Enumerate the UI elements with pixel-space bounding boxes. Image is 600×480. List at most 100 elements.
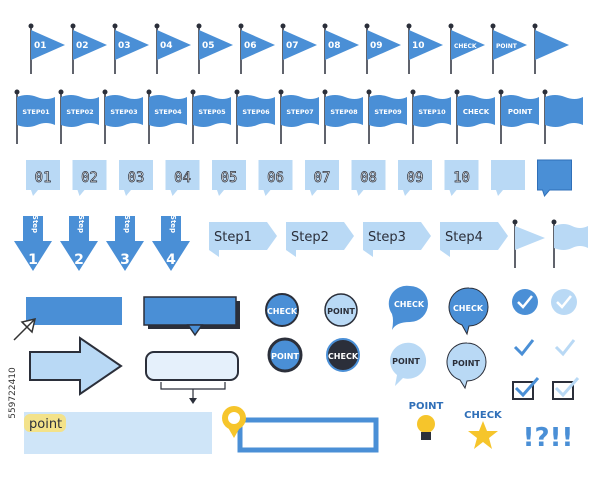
step-flag-label: STEP08 <box>330 108 358 116</box>
flag-label: 10 <box>412 41 425 51</box>
down-indicator <box>160 382 226 400</box>
step-down-arrow: Step2 <box>60 215 98 271</box>
step-flag: STEP07 <box>278 89 319 144</box>
pennant-flag: 08 <box>322 23 359 74</box>
pennant-flag: 01 <box>28 23 65 74</box>
left-frames-group: point <box>13 297 212 454</box>
speech-box-tail <box>186 324 204 337</box>
point-badge-blue-ring: POINT <box>267 337 303 373</box>
svg-text:CHECK: CHECK <box>267 307 298 316</box>
star-icon <box>468 421 498 449</box>
flag-label: POINT <box>496 43 518 50</box>
check-circle-light-icon <box>551 289 577 315</box>
check-badge-black: CHECK <box>326 338 360 372</box>
step-ribbon: Step3 <box>363 222 431 257</box>
step-flag: STEP10 <box>410 89 451 144</box>
stock-id-watermark: 559722410 <box>8 367 18 419</box>
svg-text:CHECK: CHECK <box>453 304 484 313</box>
number-tag: 09 <box>398 160 432 196</box>
checkmark-icon <box>513 339 535 357</box>
down-arrow-icon <box>189 398 197 404</box>
pennant-flag <box>532 23 569 74</box>
point-pin-light-2: POINT <box>446 342 487 390</box>
number-tag: 02 <box>72 160 107 196</box>
checkmark-light-icon <box>554 339 576 357</box>
tag-number: 06 <box>267 170 284 186</box>
number-tag: 08 <box>351 160 386 196</box>
step-flag-label: STEP07 <box>286 108 313 116</box>
tag-number: 09 <box>407 170 424 186</box>
step-number: 1 <box>28 252 38 268</box>
point-label-text: point <box>29 417 62 432</box>
check-circle-icon <box>512 289 538 315</box>
step-word: Step <box>169 215 177 233</box>
step-flag: STEP08 <box>322 89 363 144</box>
speech-box <box>143 296 237 326</box>
tag-number: 08 <box>360 170 377 186</box>
location-frame <box>237 417 379 453</box>
step-flag: STEP09 <box>366 89 407 144</box>
flag-label: 07 <box>286 41 299 51</box>
tag-number: 03 <box>128 170 145 186</box>
step-flag-label: STEP10 <box>418 108 446 116</box>
step-ribbon-label: Step1 <box>214 230 252 245</box>
flag-label: 06 <box>244 41 257 51</box>
tag-number: 07 <box>314 170 331 186</box>
tag-number: 02 <box>81 170 98 186</box>
svg-text:POINT: POINT <box>271 352 299 361</box>
step-down-arrow: Step4 <box>152 215 190 271</box>
middle-frames-group <box>143 296 379 453</box>
step-flag: CHECK <box>454 89 495 144</box>
number-tag: 03 <box>119 160 153 196</box>
step-word: Step <box>123 215 131 233</box>
flag-label: CHECK <box>454 43 477 50</box>
point-check-icons: POINT CHECK !?!! <box>409 401 574 453</box>
pennant-flag: 07 <box>280 23 317 74</box>
step-number: 3 <box>120 252 130 268</box>
step-ribbon: Step1 <box>209 222 277 257</box>
step-ribbon-label: Step3 <box>368 230 406 245</box>
number-tag: 06 <box>258 160 293 196</box>
step-ribbon-label: Step2 <box>291 230 329 245</box>
step-flag-label: STEP09 <box>374 108 402 116</box>
pennant-flag: CHECK <box>448 23 485 74</box>
step-flag: POINT <box>498 89 539 144</box>
checkmarks-group <box>512 289 580 400</box>
checkbox-light-icon <box>552 381 574 400</box>
step-flag: STEP05 <box>190 89 231 144</box>
blue-label-box <box>26 297 122 325</box>
big-right-arrow <box>29 336 123 396</box>
svg-text:POINT: POINT <box>327 307 355 316</box>
number-tag <box>491 160 525 196</box>
number-tag: 01 <box>26 160 60 196</box>
step-flag: STEP06 <box>234 89 275 144</box>
step-flag-label: STEP01 <box>22 108 50 116</box>
step-word: Step <box>31 215 39 233</box>
small-flag <box>551 219 588 268</box>
pennant-flag: 04 <box>154 23 191 74</box>
flag-label: 02 <box>76 41 89 51</box>
pin-badges-group: CHECK CHECK POINT POINT <box>388 285 489 390</box>
flag-label: 05 <box>202 41 215 51</box>
pennant-flag: 09 <box>364 23 401 74</box>
step-flag-label: STEP02 <box>66 108 93 116</box>
tag-number: 10 <box>453 170 470 186</box>
number-tag <box>537 159 572 198</box>
number-tag: 04 <box>165 160 200 196</box>
number-tag: 10 <box>444 160 479 196</box>
step-flag <box>542 89 583 144</box>
step-flag-label: STEP05 <box>198 108 226 116</box>
step-number: 2 <box>74 252 84 268</box>
lightbulb-icon <box>417 415 435 433</box>
check-pin-blue-2: CHECK <box>448 287 489 336</box>
pennant-flag: 02 <box>70 23 107 74</box>
pennant-flag: 05 <box>196 23 233 74</box>
pennant-flag: 10 <box>406 23 443 74</box>
point-pin-light: POINT <box>389 342 427 386</box>
svg-text:CHECK: CHECK <box>328 352 359 361</box>
flag-label: 09 <box>370 41 383 51</box>
tag-number: 04 <box>174 170 191 186</box>
